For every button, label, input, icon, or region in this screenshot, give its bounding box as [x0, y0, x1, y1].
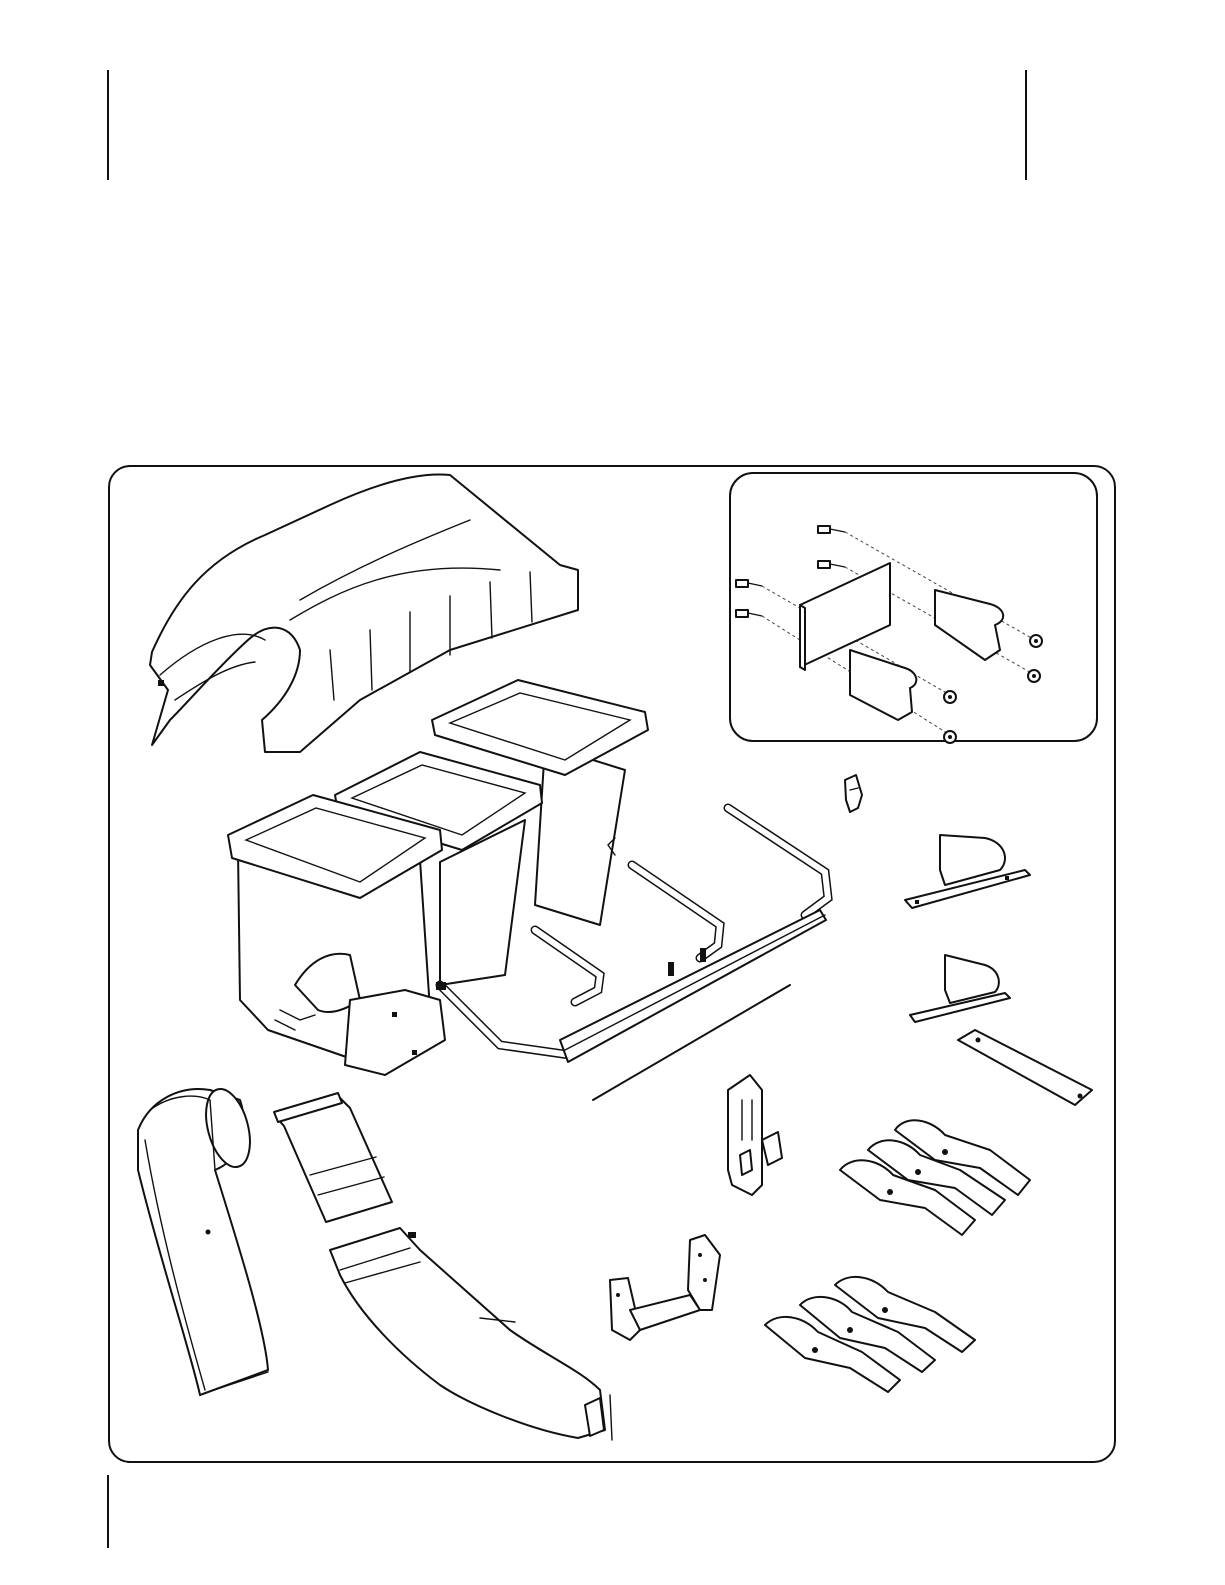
blade-set-icon — [840, 1120, 1030, 1235]
bracket-kit-icon — [736, 526, 1042, 743]
baffle-icon — [910, 955, 1010, 1022]
latch-clip-icon — [845, 775, 862, 812]
mount-bracket-icon — [728, 1075, 782, 1195]
baffle-icon — [905, 835, 1030, 908]
chute-elbow-icon — [138, 1084, 268, 1395]
u-bracket-icon — [610, 1235, 720, 1340]
blade-set-icon — [765, 1277, 975, 1392]
flat-plate-icon — [958, 1030, 1092, 1105]
rod-icon — [593, 985, 790, 1100]
chute-tube-icon — [274, 1093, 612, 1440]
